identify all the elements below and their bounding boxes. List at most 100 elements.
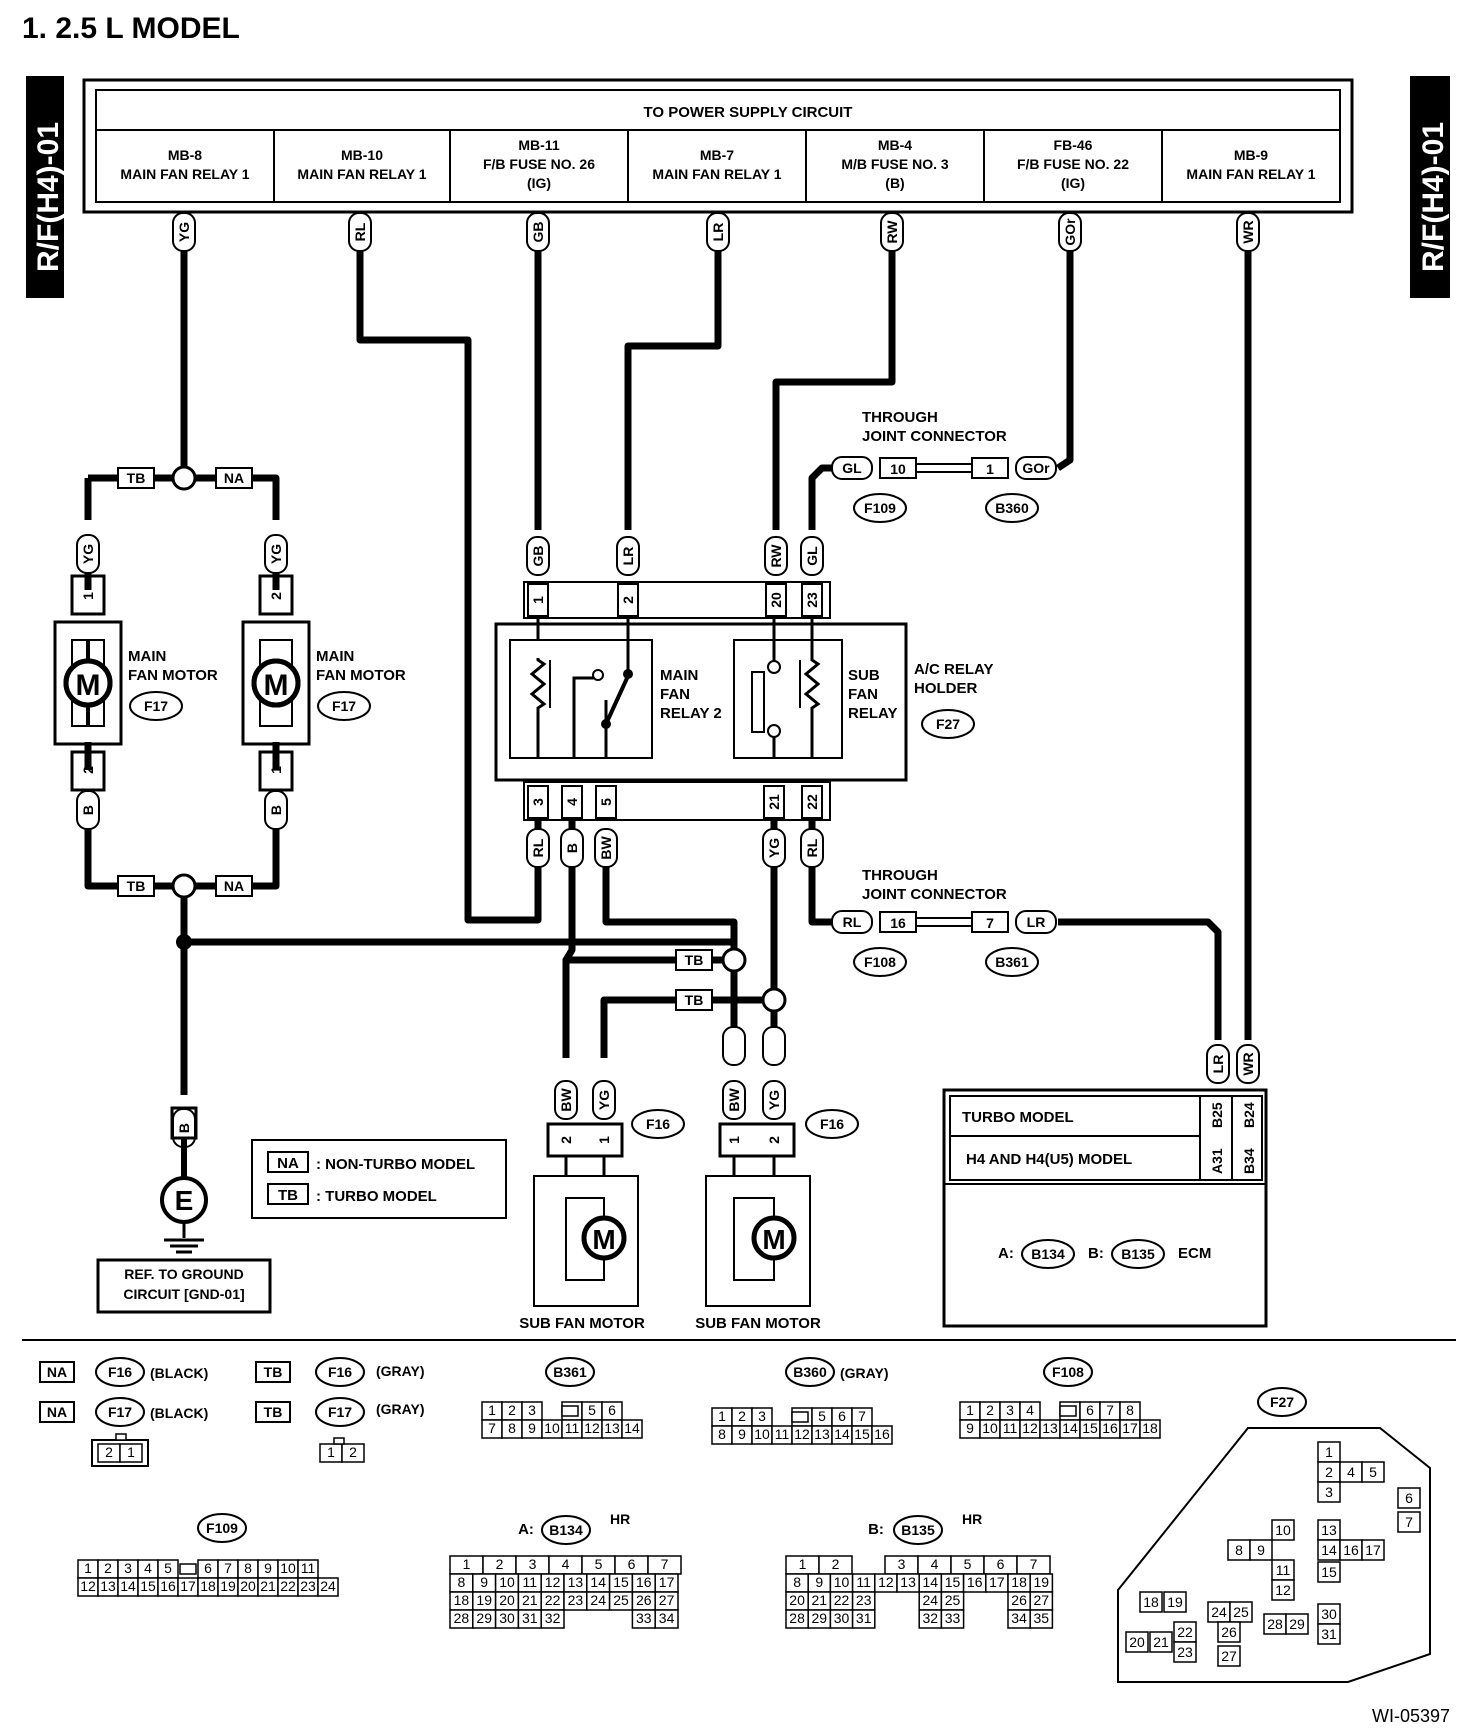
wire-tag-h [1015,456,1057,480]
pin-number: 9 [738,1426,746,1442]
power-col-line1: FB-46 [1054,137,1093,153]
pin-cell [1397,1511,1421,1533]
pin-number: 14 [1062,1420,1078,1436]
wire-tag-label: LR [710,223,726,242]
sub-fan-motors [533,1122,811,1307]
relay-pin-box [765,583,787,617]
wire-tag [76,534,100,574]
ground-symbol [96,1106,272,1314]
ac-relay-holder [494,581,908,821]
wire-tag-label: BW [598,836,614,860]
sub-fan-relay-symbol [751,618,821,758]
pin-number: 28 [454,1610,470,1626]
main-fan-motor-right-l1: MAIN [316,648,354,665]
power-col-line1: MB-7 [700,147,734,163]
pin-number: 27 [659,1592,675,1608]
pin-number: 16 [967,1574,983,1590]
pin-cell [1317,1623,1341,1645]
pin-number: 22 [1177,1624,1193,1640]
pin-number: 8 [458,1574,466,1590]
wire-tag-label: RL [352,222,368,241]
pin-number: 16 [1343,1542,1359,1558]
pin-number: 9 [1257,1542,1265,1558]
motor-pin: 1 [80,592,96,600]
ground-e: E [175,1185,194,1216]
connector-ellipse-label: F108 [1052,1364,1084,1380]
pin-number: 15 [945,1574,961,1590]
legend-tb-tag: TB [278,1187,298,1204]
pin-cell [1029,1609,1054,1629]
relay2-contact-pivot [601,719,611,729]
wire-tag [616,536,640,576]
pin-number: 16 [160,1578,176,1594]
color-gray: (GRAY) [840,1365,889,1381]
pin-number: 7 [1106,1402,1114,1418]
wire-tag-label: BW [558,1088,574,1112]
wire-tag [764,536,788,576]
wire-tag-label: LR [620,547,636,566]
connector-ellipse [921,709,975,739]
power-col-line2: MAIN FAN RELAY 1 [652,166,781,182]
power-col-line2: M/B FUSE NO. 3 [841,156,949,172]
pin-number: 17 [659,1574,675,1590]
pin-cell [119,1443,143,1463]
wire-tag [526,536,550,576]
pin-number: 31 [1321,1626,1337,1642]
pin-cell [654,1609,679,1629]
pin-number: 14 [120,1578,136,1594]
pin-number: 21 [812,1592,828,1608]
pin-number: 19 [476,1592,492,1608]
pin-number: 6 [997,1556,1005,1572]
relay-pin-top: 20 [768,592,784,608]
wire-tag [722,1080,746,1120]
pin-number: 14 [590,1574,606,1590]
pin-cell [1139,1419,1161,1439]
connector-ellipse-label: F109 [206,1520,238,1536]
pin-number: 12 [545,1574,561,1590]
pin-number: 3 [529,1556,537,1572]
pin-number: 12 [1022,1420,1038,1436]
power-col-line1: MB-4 [878,137,912,153]
motor-pin: 2 [268,592,284,600]
wire-tag [264,534,288,574]
connector-ellipse-label: F16 [646,1116,670,1132]
power-col-line2: F/B FUSE NO. 22 [1017,156,1129,172]
sub-motor-pin: 2 [766,1136,782,1144]
pin-number: 6 [608,1402,616,1418]
pin-number: 10 [982,1420,998,1436]
connector-ellipse [95,1357,145,1387]
pin-cell [1173,1641,1197,1663]
color-black: (BLACK) [150,1405,208,1421]
b361-pin: 7 [986,915,994,931]
pin-number: 10 [544,1420,560,1436]
pin-cell [1249,1539,1273,1561]
pin-number: 18 [200,1578,216,1594]
pin-number: 34 [659,1610,675,1626]
wire-tag-label: YG [766,838,782,858]
pin-cell [1271,1579,1295,1601]
pin-number: 14 [1321,1542,1337,1558]
pin-number: 33 [636,1610,652,1626]
pin-number: 29 [1289,1616,1305,1632]
pin-number: 7 [224,1560,232,1576]
pin-cell [1361,1461,1385,1483]
wire-tag-h-label: GL [842,460,862,476]
pin-cell [851,1609,876,1629]
pin-number: 4 [144,1560,152,1576]
wire-tag-h [831,910,873,934]
pin-number: 2 [104,1560,112,1576]
wire-tag-label: GB [530,222,546,243]
relay-pin-bottom: 4 [564,798,580,806]
pin-number: 12 [80,1578,96,1594]
connector-ellipse-label: F108 [864,954,896,970]
side-tab-right-label: R/F(H4)-01 [1417,122,1450,272]
pin-number: 4 [1347,1464,1355,1480]
plug-key [791,1411,809,1423]
plug-key [561,1405,579,1417]
connector-ellipse-label: B135 [901,1522,935,1538]
legend-na-text: : NON-TURBO MODEL [316,1156,475,1173]
relay-pin-box [763,785,785,819]
pin-number: 12 [584,1420,600,1436]
pin-number: 25 [945,1592,961,1608]
